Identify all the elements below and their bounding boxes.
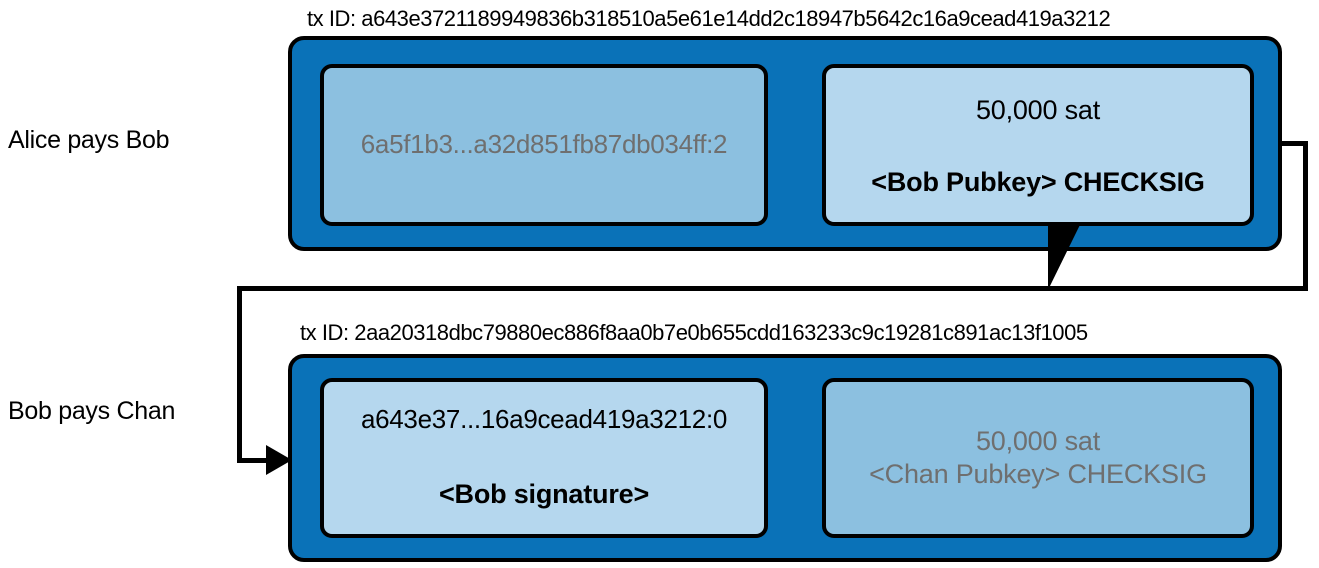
row-label-bob-pays-chan: Bob pays Chan — [8, 397, 176, 425]
tx-input-signature: <Bob signature> — [438, 478, 650, 509]
spend-connector-segment-across — [237, 286, 1308, 291]
tx-output-script: <Chan Pubkey> CHECKSIG — [869, 459, 1207, 489]
tx-id-caption-alice-pays-bob: tx ID: a643e3721189949836b318510a5e61e14… — [307, 6, 1111, 31]
tx-output-script: <Bob Pubkey> CHECKSIG — [871, 166, 1205, 197]
spend-connector-segment-left-down — [237, 286, 242, 463]
row-label-alice-pays-bob: Alice pays Bob — [8, 126, 170, 154]
tx-input-outpoint: 6a5f1b3...a32d851fb87db034ff:2 — [360, 129, 728, 160]
tx-output-amount: 50,000 sat — [975, 95, 1101, 125]
spend-connector-segment-into-input — [237, 458, 270, 463]
tx-output-amount: 50,000 sat — [975, 426, 1101, 457]
spend-connector-segment-right — [1278, 141, 1308, 146]
tx-output-box-bob-pays-chan: 50,000 sat <Chan Pubkey> CHECKSIG — [822, 378, 1254, 538]
tx-input-outpoint: a643e37...16a9cead419a3212:0 — [360, 404, 728, 434]
transaction-panel-alice-pays-bob: 6a5f1b3...a32d851fb87db034ff:2 50,000 sa… — [288, 36, 1282, 290]
tx-input-box-bob-pays-chan: a643e37...16a9cead419a3212:0 <Bob signat… — [320, 378, 768, 538]
spend-connector-arrowhead-icon — [266, 445, 292, 475]
tx-output-box-alice-pays-bob: 50,000 sat <Bob Pubkey> CHECKSIG — [822, 64, 1254, 226]
tx-input-box-alice-pays-bob: 6a5f1b3...a32d851fb87db034ff:2 — [320, 64, 768, 226]
transaction-panel-bob-pays-chan: a643e37...16a9cead419a3212:0 <Bob signat… — [288, 354, 1282, 562]
tx-id-caption-bob-pays-chan: tx ID: 2aa20318dbc79880ec886f8aa0b7e0b65… — [300, 320, 1088, 345]
spend-connector-segment-down — [1303, 141, 1308, 291]
